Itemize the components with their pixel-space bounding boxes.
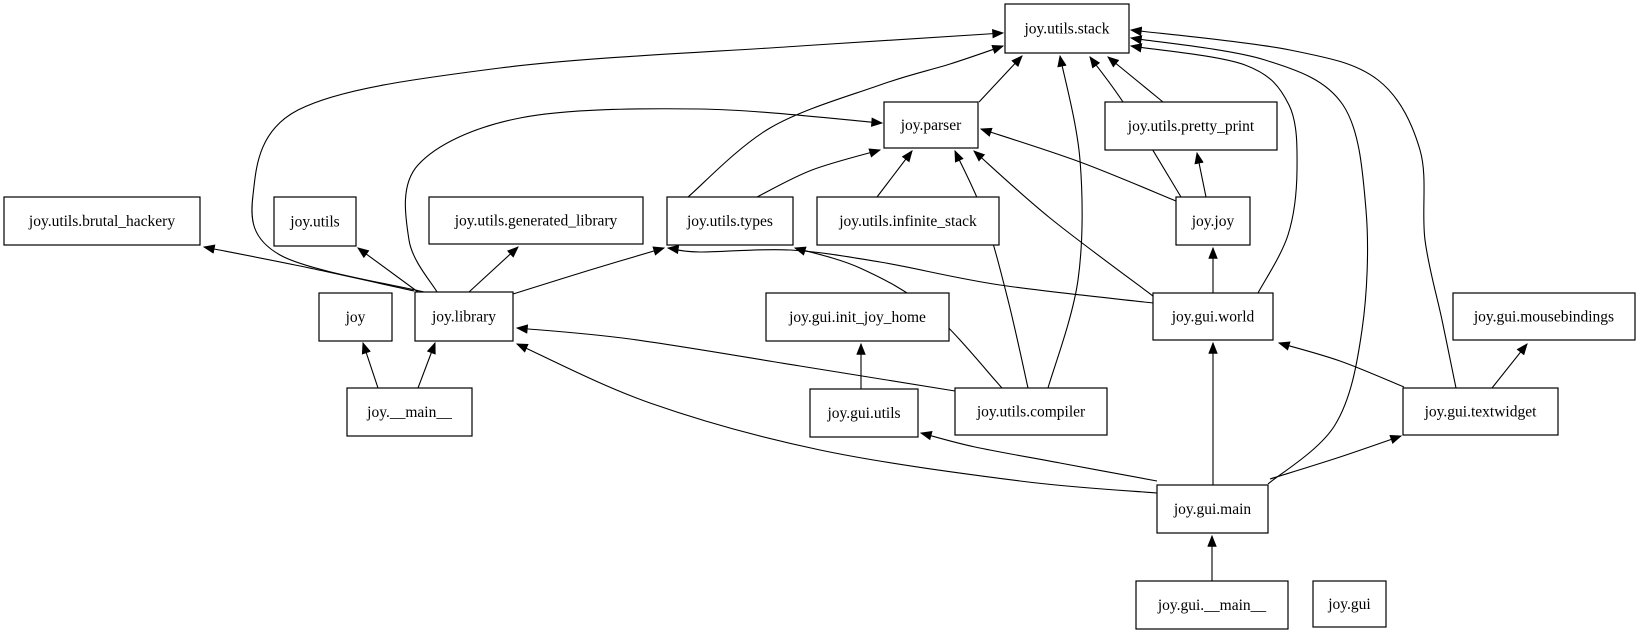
node-joy.utils.types: joy.utils.types	[666, 196, 794, 246]
edge-joy.utils.compiler-to-joy.parser	[954, 149, 1029, 389]
node-box	[428, 196, 644, 245]
node-box	[1135, 580, 1289, 630]
node-label: joy.library	[431, 309, 496, 326]
edge-joy.utils.pretty_print-to-joy.utils.stack	[1107, 56, 1164, 103]
node-box	[883, 101, 979, 149]
node-joy.gui.main: joy.gui.main	[1156, 484, 1269, 534]
node-box	[1156, 484, 1269, 534]
node-label: joy.utils	[289, 214, 339, 231]
edge-joy.utils.types-to-joy.parser	[756, 148, 882, 198]
node-label: joy.parser	[900, 117, 962, 134]
node-label: joy.gui.world	[1171, 309, 1255, 326]
edge-joy.library-to-joy.utils.brutal_hackery	[202, 244, 415, 292]
node-label: joy.utils.stack	[1023, 21, 1109, 38]
node-joy.joy: joy.joy	[1175, 196, 1251, 246]
edge-joy.joy-to-joy.utils.pretty_print	[1194, 151, 1207, 198]
edge-joy.utils.infinite_stack-to-joy.parser	[876, 150, 913, 198]
node-joy.__main__: joy.__main__	[346, 387, 473, 437]
node-label: joy.gui.main	[1173, 501, 1252, 518]
edge-joy.library-to-joy.parser	[404, 108, 884, 293]
node-label: joy.gui.mousebindings	[1473, 309, 1614, 326]
nodes-layer: joy.utils.stack joy.parser joy.utils.prett…	[3, 3, 1636, 630]
node-label: joy	[345, 309, 366, 326]
node-joy.gui.world: joy.gui.world	[1152, 292, 1274, 341]
node-label: joy.gui.textwidget	[1424, 404, 1537, 421]
node-box	[765, 292, 950, 342]
node-label: joy.utils.compiler	[976, 404, 1086, 421]
edge-joy.gui.world-to-joy.utils.types	[666, 244, 1154, 304]
node-box	[1402, 387, 1559, 436]
node-box	[1004, 3, 1130, 54]
node-joy.utils.infinite_stack: joy.utils.infinite_stack	[816, 196, 1000, 246]
edge-joy.utils.compiler-to-joy.utils.types	[793, 246, 1003, 389]
edge-joy.__main__-to-joy	[361, 341, 379, 389]
edge-joy.__main__-to-joy.library	[417, 341, 436, 389]
node-box	[318, 292, 393, 342]
node-joy.utils.brutal_hackery: joy.utils.brutal_hackery	[3, 196, 201, 246]
edge-joy.gui.textwidget-to-joy.gui.world	[1277, 341, 1405, 388]
edge-joy.library-to-joy.utils	[357, 247, 419, 293]
node-box	[816, 196, 1000, 246]
node-label: joy.gui	[1327, 596, 1371, 613]
node-box	[414, 291, 514, 342]
edge-joy.parser-to-joy.utils.stack	[978, 55, 1023, 103]
edge-joy.library-to-joy.utils.stack	[251, 28, 1005, 293]
node-label: joy.gui.init_joy_home	[788, 309, 926, 326]
node-label: joy.utils.brutal_hackery	[28, 213, 175, 230]
node-joy.gui.textwidget: joy.gui.textwidget	[1402, 387, 1559, 436]
node-box	[273, 196, 357, 247]
node-label: joy.utils.types	[686, 213, 773, 230]
node-label: joy.utils.generated_library	[454, 213, 618, 230]
edge-joy.gui.main-to-joy.gui.textwidget	[1269, 434, 1403, 480]
edge-joy.gui.main-to-joy.gui.utils	[919, 431, 1158, 482]
node-label: joy.__main__	[366, 404, 452, 421]
node-box	[666, 196, 794, 246]
edge-joy.library-to-joy.utils.types	[512, 246, 666, 295]
edge-joy.utils.types-to-joy.utils.stack	[687, 44, 1005, 198]
node-joy.utils.compiler: joy.utils.compiler	[954, 387, 1108, 436]
node-box	[346, 387, 473, 437]
node-joy.gui.mousebindings: joy.gui.mousebindings	[1452, 292, 1636, 341]
node-label: joy.gui.utils	[826, 405, 900, 422]
node-joy.gui.utils: joy.gui.utils	[809, 388, 919, 438]
edge-joy.gui.textwidget-to-joy.gui.mousebindings	[1491, 343, 1528, 389]
edge-joy.library-to-joy.utils.generated_library	[468, 246, 519, 293]
node-joy.library: joy.library	[414, 291, 514, 342]
node-joy.parser: joy.parser	[883, 101, 979, 149]
node-joy.utils.stack: joy.utils.stack	[1004, 3, 1130, 54]
node-joy.gui.__main__: joy.gui.__main__	[1135, 580, 1289, 630]
edge-joy.utils.compiler-to-joy.utils.stack	[1047, 54, 1083, 389]
node-box	[954, 387, 1108, 436]
node-box	[1452, 292, 1636, 341]
node-box	[1175, 196, 1251, 246]
node-joy.utils: joy.utils	[273, 196, 357, 247]
node-box	[1152, 292, 1274, 341]
node-joy.utils.pretty_print: joy.utils.pretty_print	[1104, 101, 1278, 151]
edge-joy.gui.main-to-joy.library	[515, 343, 1158, 494]
edges-layer	[202, 26, 1528, 581]
node-label: joy.utils.pretty_print	[1127, 118, 1255, 135]
node-box	[3, 196, 201, 246]
node-box	[809, 388, 919, 438]
node-box	[1312, 580, 1387, 628]
node-box	[1104, 101, 1278, 151]
node-joy.gui: joy.gui	[1312, 580, 1387, 628]
edge-joy.gui.main-to-joy.utils.stack	[1129, 35, 1369, 485]
node-joy: joy	[318, 292, 393, 342]
edge-joy.gui.world-to-joy.parser	[973, 150, 1154, 297]
edge-joy.utils.compiler-to-joy.library	[515, 324, 956, 392]
edge-joy.gui.world-to-joy.utils.stack	[1129, 43, 1298, 294]
node-label: joy.gui.__main__	[1157, 597, 1267, 614]
node-label: joy.utils.infinite_stack	[838, 213, 977, 230]
node-label: joy.joy	[1191, 213, 1235, 230]
node-joy.gui.init_joy_home: joy.gui.init_joy_home	[765, 292, 950, 342]
edge-joy.gui.textwidget-to-joy.utils.stack	[1129, 26, 1457, 389]
node-joy.utils.generated_library: joy.utils.generated_library	[428, 196, 644, 245]
